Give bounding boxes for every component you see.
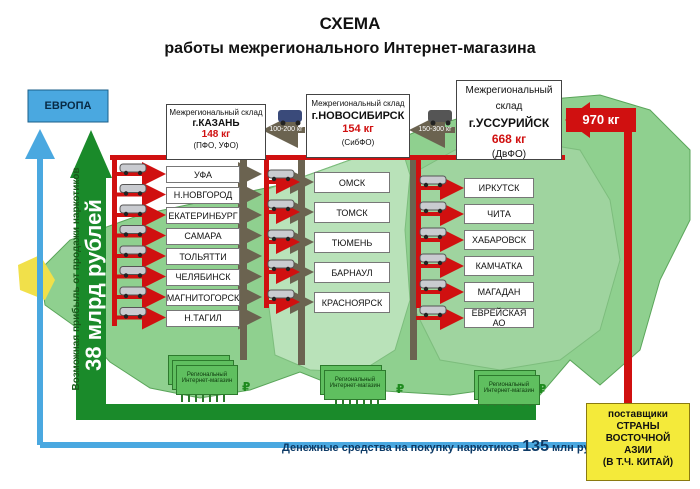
city-box: ТЮМЕНЬ — [314, 232, 390, 253]
currency-icon: ₽ — [396, 382, 405, 396]
city-box: ЧЕЛЯБИНСК — [166, 268, 240, 286]
car-icon — [119, 184, 147, 196]
city-box: ТОЛЬЯТТИ — [166, 248, 240, 265]
red-feeder-center — [264, 158, 269, 308]
city-box: МАГАДАН — [464, 282, 534, 302]
city-box: ОМСК — [314, 172, 390, 193]
car-icon — [419, 305, 447, 318]
warehouse-ussuriysk-city: г.УССУРИЙСК — [468, 116, 550, 130]
page-title: СХЕМА — [319, 14, 381, 33]
car-icon — [267, 289, 295, 302]
warehouse-novosibirsk-city: г.НОВОСИБИРСК — [311, 110, 405, 122]
profit-value: 38 млрд рублей — [81, 199, 106, 371]
red-feeder-east — [416, 158, 421, 308]
center-trunk — [298, 160, 305, 365]
warehouse-kazan-label: Межрегиональный склад — [169, 108, 263, 117]
car-icon — [119, 245, 147, 258]
car-icon — [119, 163, 147, 176]
city-box: Н.НОВГОРОД — [166, 186, 240, 204]
car-icon — [119, 286, 147, 299]
shop-box: Региональный Интернет-магазин — [176, 365, 238, 395]
transfer-label-2: 150-300 кг — [418, 126, 452, 133]
city-box: МАГНИТОГОРСК — [166, 289, 240, 306]
warehouse-kazan-city: г.КАЗАНЬ — [192, 118, 240, 129]
car-icon — [119, 266, 147, 278]
shop-box: Региональный Интернет-магазин — [324, 370, 386, 400]
car-icon — [419, 227, 447, 240]
car-icon — [419, 175, 447, 188]
supplier-line5: (В Т.Ч. КИТАЙ) — [602, 457, 674, 468]
warehouse-novosibirsk: Межрегиональный склад г.НОВОСИБИРСК 154 … — [306, 94, 410, 158]
supplier-line1: поставщики — [608, 409, 668, 420]
car-icon — [119, 307, 147, 319]
import-total: 970 кг — [582, 112, 620, 127]
city-box: БАРНАУЛ — [314, 262, 390, 283]
red-feeder-west — [112, 158, 117, 326]
car-icon — [267, 199, 295, 212]
city-box: УФА — [166, 166, 240, 183]
map-yellow-region — [18, 255, 55, 300]
car-icon — [419, 201, 447, 214]
europe-label: ЕВРОПА — [44, 100, 92, 112]
city-box: ЕВРЕЙСКАЯ АО — [464, 308, 534, 328]
warehouse-kazan-district: (ПФО, УФО) — [193, 141, 239, 150]
money-label-text: Денежные средства на покупку наркотиков — [282, 442, 520, 454]
city-box: ХАБАРОВСК — [464, 230, 534, 250]
money-value: 135 — [522, 438, 549, 455]
car-icon — [419, 279, 447, 292]
warehouse-novosibirsk-weight: 154 кг — [342, 123, 374, 135]
city-box: ЧИТА — [464, 204, 534, 224]
warehouse-novosibirsk-label: Межрегиональный склад — [311, 99, 405, 108]
supplier-box: поставщики СТРАНЫ ВОСТОЧНОЙ АЗИИ (В Т.Ч.… — [586, 403, 690, 481]
city-box: САМАРА — [166, 227, 240, 245]
car-icon — [267, 259, 295, 272]
profit-bar — [76, 175, 106, 418]
car-icon — [119, 204, 147, 217]
city-box: ИРКУТСК — [464, 178, 534, 198]
car-icon — [419, 253, 447, 266]
supplier-line2: СТРАНЫ — [616, 421, 660, 432]
city-box: Н.ТАГИЛ — [166, 309, 240, 327]
europe-box — [27, 89, 109, 123]
profit-arrow-head — [70, 130, 112, 178]
car-icon — [267, 229, 295, 242]
van-icon-1 — [278, 110, 302, 126]
supplier-line3: ВОСТОЧНОЙ — [605, 433, 671, 444]
city-box: ТОМСК — [314, 202, 390, 223]
supplier-line4: АЗИИ — [624, 445, 652, 456]
money-label: Денежные средства на покупку наркотиков … — [282, 438, 616, 456]
west-trunk — [240, 160, 247, 360]
currency-icon: ₽ — [538, 382, 547, 396]
warehouse-kazan-weight: 148 кг — [201, 129, 231, 140]
city-box: КАМЧАТКА — [464, 256, 534, 276]
currency-icon: ₽ — [242, 380, 251, 394]
car-icon — [119, 225, 147, 237]
warehouse-novosibirsk-district: (СибФО) — [341, 138, 375, 147]
profit-bar-bottom — [76, 404, 536, 420]
east-trunk — [410, 160, 417, 360]
warehouse-ussuriysk: Межрегиональный склад г.УССУРИЙСК 668 кг… — [456, 80, 562, 160]
warehouse-ussuriysk-district: (ДвФО) — [491, 149, 527, 160]
car-icon — [267, 169, 295, 182]
warehouse-kazan: Межрегиональный склад г.КАЗАНЬ 148 кг (П… — [166, 104, 266, 160]
city-box: КРАСНОЯРСК — [314, 292, 390, 313]
shop-box: Региональный Интернет-магазин — [478, 375, 540, 405]
car-icons — [119, 163, 447, 319]
warehouse-ussuriysk-weight: 668 кг — [491, 132, 527, 146]
page-subtitle: работы межрегионального Интернет-магазин… — [164, 40, 536, 57]
warehouse-ussuriysk-label: Межрегиональный склад — [465, 85, 553, 112]
transfer-label-1: 100-200 кг — [269, 126, 303, 133]
import-total-box — [566, 108, 636, 132]
van-icon-2 — [428, 110, 452, 126]
city-box: ЕКАТЕРИНБУРГ — [166, 207, 240, 224]
